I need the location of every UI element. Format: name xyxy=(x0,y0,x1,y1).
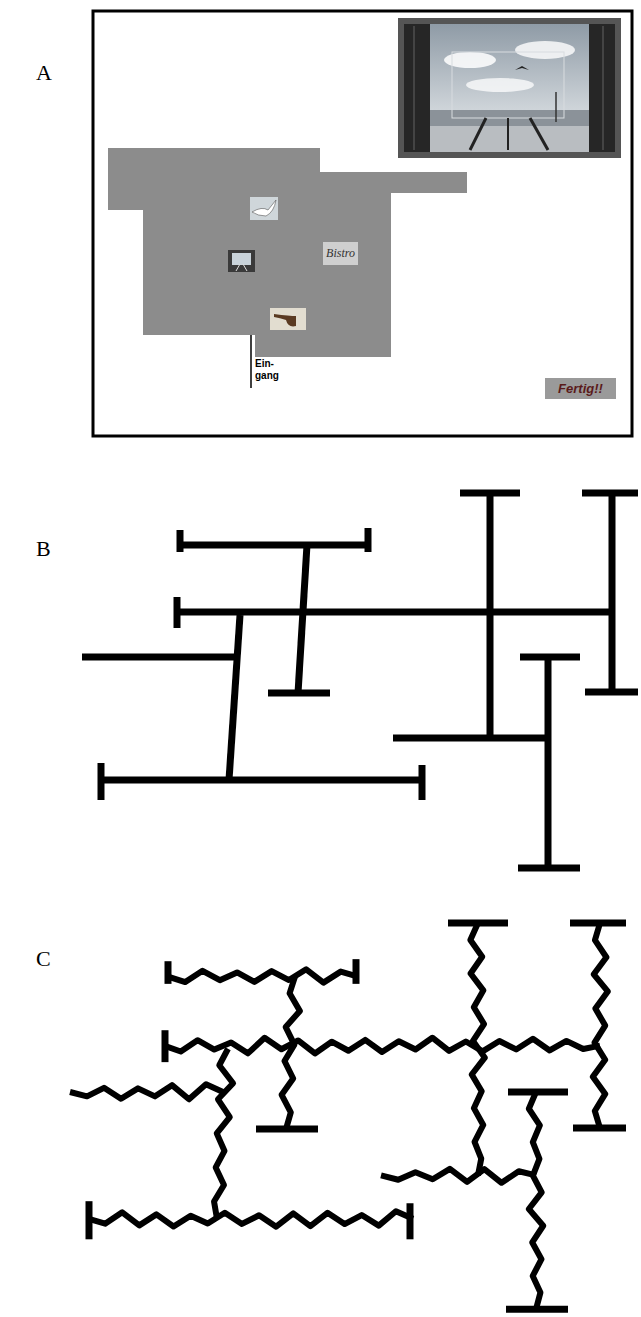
maze-wall xyxy=(100,777,425,784)
maze-wall xyxy=(177,530,184,552)
maze-drawings xyxy=(70,493,638,1309)
node-text: Fertig!! xyxy=(558,381,603,396)
maze-wall xyxy=(365,528,372,552)
maze-wall xyxy=(585,689,638,696)
maze-wall-zigzag xyxy=(282,977,300,1129)
maze-wall xyxy=(582,490,638,497)
maze-wall-zigzag xyxy=(381,1169,536,1183)
floor-plan xyxy=(108,148,467,357)
done-button: Fertig!! xyxy=(545,378,616,399)
maze-wall-zigzag xyxy=(508,1089,568,1096)
maze-wall xyxy=(545,657,552,868)
entrance-label: Ein- gang xyxy=(255,358,285,382)
panel-letter: A xyxy=(36,60,52,86)
maze-wall xyxy=(82,654,235,661)
entrance-line xyxy=(250,335,252,388)
maze-wall xyxy=(518,865,580,872)
maze-wall-zigzag xyxy=(88,1211,413,1226)
maze-wall xyxy=(393,735,548,742)
painting-image xyxy=(398,18,621,158)
maze-wall xyxy=(609,493,616,692)
bird-icon xyxy=(250,197,278,220)
maze-wall xyxy=(176,609,612,616)
maze-wall xyxy=(298,545,307,693)
panel-letter: C xyxy=(36,946,51,972)
easel-icon xyxy=(228,250,255,272)
maze-wall-zigzag xyxy=(407,1203,414,1239)
maze-wall xyxy=(229,615,240,780)
maze-wall-zigzag xyxy=(168,969,358,982)
maze-wall-zigzag xyxy=(573,1125,626,1132)
maze-wall xyxy=(520,654,580,661)
maze-wall-zigzag xyxy=(570,920,626,927)
maze-wall xyxy=(174,597,181,628)
maze-wall-zigzag xyxy=(448,920,508,927)
bistro-sign: Bistro xyxy=(323,242,358,265)
maze-wall-zigzag xyxy=(529,1092,543,1309)
maze-wall-zigzag xyxy=(86,1201,93,1239)
maze-wall-zigzag xyxy=(214,1049,233,1219)
maze-wall-zigzag xyxy=(256,1126,318,1133)
maze-wall xyxy=(419,765,426,800)
maze-wall-zigzag xyxy=(470,923,484,1175)
pipe-icon xyxy=(270,308,306,330)
maze-wall xyxy=(98,763,105,800)
maze-wall xyxy=(268,690,330,697)
maze-wall xyxy=(180,542,370,549)
maze-wall-zigzag xyxy=(70,1084,223,1099)
maze-wall xyxy=(487,493,494,738)
maze-wall-zigzag xyxy=(593,923,608,1128)
node-text: Bistro xyxy=(326,246,355,261)
maze-wall-zigzag xyxy=(506,1306,568,1313)
maze-wall-zigzag xyxy=(353,959,360,984)
panel-letter: B xyxy=(36,536,51,562)
maze-wall-zigzag xyxy=(162,1030,169,1062)
maze-wall xyxy=(460,490,520,497)
screen-frame xyxy=(93,11,632,436)
maze-wall-zigzag xyxy=(165,961,172,984)
